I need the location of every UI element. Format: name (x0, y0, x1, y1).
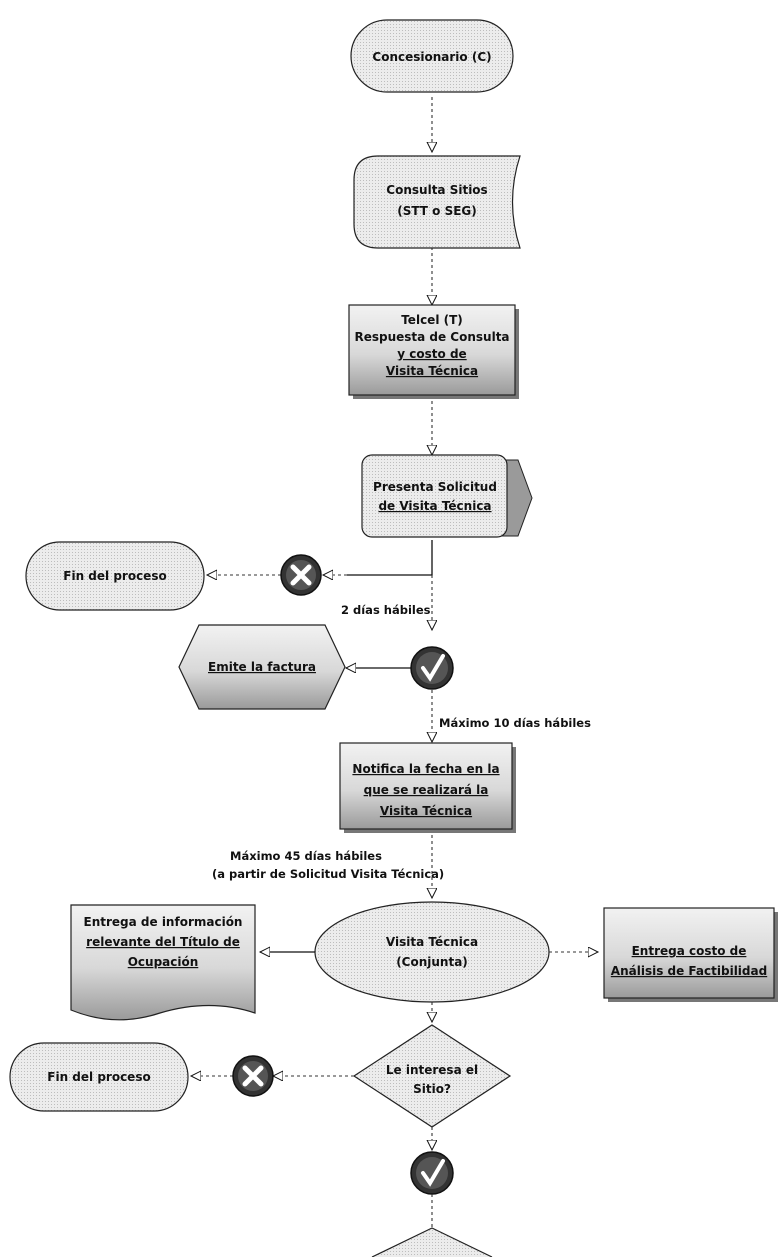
node-entrega-info: Entrega de información relevante del Tít… (70, 904, 256, 1021)
emite-factura-label: Emite la factura (208, 660, 316, 674)
entrega-info-line-2: relevante del Título de (86, 935, 240, 949)
fin-proceso-2-label: Fin del proceso (47, 1070, 150, 1084)
node-fin-proceso-1: Fin del proceso (25, 541, 205, 611)
node-presenta-solicitud: Presenta Solicitud de Visita Técnica (361, 454, 533, 538)
consulta-sitios-line-1: Consulta Sitios (386, 183, 487, 197)
telcel-line-4: Visita Técnica (386, 364, 478, 378)
node-next-partial (371, 1227, 493, 1257)
no-icon-1 (280, 554, 322, 596)
node-fin-proceso-2: Fin del proceso (9, 1042, 189, 1112)
entrega-costo-line-1: Entrega costo de (632, 944, 747, 958)
node-concesionario: Concesionario (C) (350, 19, 514, 93)
visita-tecnica-line-2: (Conjunta) (396, 955, 468, 969)
le-interesa-line-1: Le interesa el (386, 1063, 478, 1077)
concesionario-label: Concesionario (C) (372, 50, 491, 64)
label-max-45-line-2: (a partir de Solicitud Visita Técnica) (212, 867, 444, 881)
node-le-interesa: Le interesa el Sitio? (352, 1024, 512, 1128)
telcel-line-3: y costo de (397, 347, 466, 361)
notifica-line-3: Visita Técnica (380, 804, 472, 818)
visita-tecnica-line-1: Visita Técnica (386, 935, 478, 949)
presenta-solicitud-line-2: de Visita Técnica (378, 499, 491, 513)
le-interesa-line-2: Sitio? (413, 1082, 451, 1096)
label-max-45-line-1: Máximo 45 días hábiles (230, 849, 382, 863)
edges (207, 97, 432, 898)
notifica-line-2: que se realizará la (364, 783, 489, 797)
label-2-dias: 2 días hábiles (341, 603, 431, 617)
consulta-sitios-line-2: (STT o SEG) (397, 204, 477, 218)
notifica-line-1: Notifica la fecha en la (352, 762, 499, 776)
node-telcel: Telcel (T) Respuesta de Consulta y costo… (348, 304, 519, 399)
entrega-info-line-3: Ocupación (128, 955, 199, 969)
yes-icon-2 (410, 1151, 454, 1195)
node-emite-factura: Emite la factura (178, 624, 346, 710)
node-visita-tecnica: Visita Técnica (Conjunta) (314, 901, 550, 1003)
telcel-line-2: Respuesta de Consulta (354, 330, 509, 344)
edge-solicitud-no (347, 540, 433, 576)
entrega-info-line-1: Entrega de información (84, 915, 243, 929)
node-entrega-costo: Entrega costo de Análisis de Factibilida… (603, 907, 778, 1002)
no-icon-2 (232, 1055, 274, 1097)
presenta-solicitud-line-1: Presenta Solicitud (373, 480, 497, 494)
fin-proceso-1-label: Fin del proceso (63, 569, 166, 583)
telcel-line-1: Telcel (T) (401, 313, 463, 327)
entrega-costo-line-2: Análisis de Factibilidad (611, 964, 767, 978)
node-consulta-sitios: Consulta Sitios (STT o SEG) (353, 155, 521, 249)
yes-icon-1 (410, 646, 454, 690)
label-max-10: Máximo 10 días hábiles (439, 716, 591, 730)
node-notifica-fecha: Notifica la fecha en la que se realizará… (339, 742, 516, 833)
